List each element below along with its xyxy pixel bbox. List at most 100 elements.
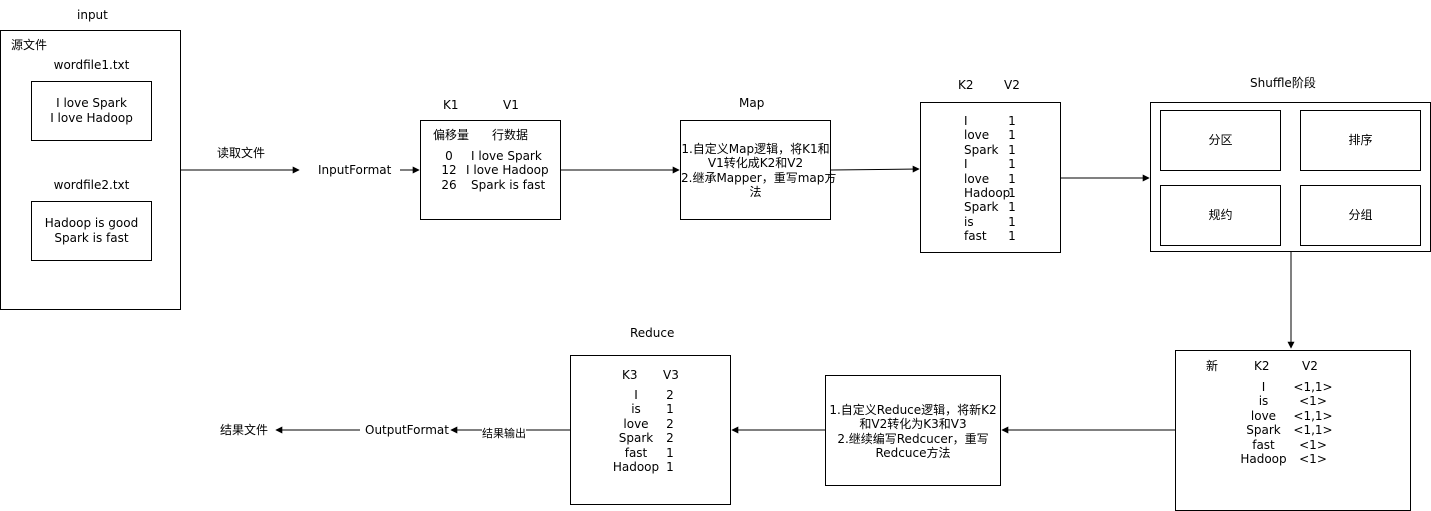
newkv2-v-4: <1> bbox=[1299, 437, 1327, 452]
newkv2-k-1: is bbox=[1258, 394, 1269, 409]
file1-line-1: I love Spark bbox=[56, 96, 127, 110]
kv1-k-2: 26 bbox=[441, 178, 457, 192]
partition-box[interactable]: 分区 bbox=[1160, 110, 1281, 171]
file2-box[interactable]: Hadoop is good Spark is fast bbox=[31, 201, 152, 261]
newkv2-k-5: Hadoop bbox=[1240, 452, 1287, 466]
outputformat-label: OutputFormat bbox=[365, 423, 449, 437]
kv1-v-1: I love Hadoop bbox=[466, 163, 549, 177]
input-title: input bbox=[77, 8, 108, 22]
kv1-k-0: 0 bbox=[445, 149, 453, 163]
file1-name: wordfile1.txt bbox=[53, 58, 130, 72]
kv3-v-0: 2 bbox=[666, 388, 674, 402]
map-title: Map bbox=[739, 96, 765, 110]
reduce-logic-box[interactable]: 1.自定义Reduce逻辑，将新K2 和V2转化为K3和V3 2.继续编写Red… bbox=[825, 375, 1001, 486]
kv3-v-4: 1 bbox=[666, 445, 674, 460]
map-line-2: V1转化成K2和V2 bbox=[707, 156, 804, 170]
group-label: 分组 bbox=[1348, 208, 1373, 222]
kv2-k-8: fast bbox=[964, 229, 987, 244]
newkv2-v-3: <1,1> bbox=[1293, 423, 1333, 438]
newkv2-v-0: <1,1> bbox=[1293, 380, 1333, 394]
shuffle-box[interactable]: 分区 排序 规约 分组 bbox=[1150, 102, 1431, 252]
k2-header: K2 bbox=[958, 78, 974, 92]
newkv2-k-3: Spark bbox=[1246, 423, 1281, 438]
offset-col-title: 偏移量 bbox=[433, 128, 470, 142]
kv1-v-2: Spark is fast bbox=[471, 178, 546, 192]
newkv2-k-4: fast bbox=[1252, 437, 1275, 452]
kv3-v-5: 1 bbox=[666, 460, 674, 474]
file2-name: wordfile2.txt bbox=[53, 178, 130, 192]
kv3-v-1: 1 bbox=[666, 402, 674, 417]
kv2-k-6: Spark bbox=[964, 200, 999, 215]
k1-header: K1 bbox=[443, 98, 459, 112]
file1-box[interactable]: I love Spark I love Hadoop bbox=[31, 81, 152, 141]
newkv2-k-0: I bbox=[1261, 380, 1266, 394]
kv3-k-5: Hadoop bbox=[612, 460, 660, 474]
kv2-k-0: I bbox=[964, 114, 968, 128]
kv1-v-0: I love Spark bbox=[471, 149, 542, 163]
arrow-map-to-kv2 bbox=[830, 165, 920, 173]
output-label: 结果输出 bbox=[482, 427, 526, 441]
v3-header: V3 bbox=[663, 368, 679, 382]
v1-header: V1 bbox=[503, 98, 519, 112]
combine-box[interactable]: 规约 bbox=[1160, 185, 1281, 246]
file2-line-2: Spark is fast bbox=[54, 231, 129, 245]
file2-line-1: Hadoop is good bbox=[44, 216, 139, 230]
kv3-k-0: I bbox=[634, 388, 638, 402]
map-box[interactable]: 1.自定义Map逻辑，将K1和 V1转化成K2和V2 2.继承Mapper，重写… bbox=[680, 120, 837, 220]
kv2-k-7: is bbox=[964, 214, 974, 229]
kv3-k-3: Spark bbox=[618, 431, 654, 446]
new-kv2-box[interactable]: 新 K2 V2 I<1,1>is<1>love<1,1>Spark<1,1>fa… bbox=[1175, 350, 1411, 511]
kv2-v-8: 1 bbox=[1008, 229, 1016, 244]
kv2-k-4: love bbox=[964, 171, 990, 186]
newkv2-k-2: love bbox=[1250, 408, 1277, 423]
reduce-line-1: 1.自定义Reduce逻辑，将新K2 bbox=[829, 403, 997, 417]
kv2-k-5: Hadoop bbox=[964, 186, 1011, 200]
v2-header: V2 bbox=[1004, 78, 1020, 92]
new-label: 新 bbox=[1206, 359, 1219, 373]
reduce-line-3: 2.继续编写Redcucer，重写 bbox=[837, 432, 989, 446]
kv2-v-1: 1 bbox=[1008, 128, 1016, 143]
kv1-k-1: 12 bbox=[441, 163, 457, 177]
result-file-label: 结果文件 bbox=[220, 423, 269, 437]
kv2-v-6: 1 bbox=[1008, 200, 1016, 215]
inputformat-label: InputFormat bbox=[318, 163, 392, 177]
k3-header: K3 bbox=[622, 368, 638, 382]
kv3-v-3: 2 bbox=[666, 431, 674, 446]
reduce-line-4: Redcuce方法 bbox=[875, 446, 951, 460]
kv2-v-5: 1 bbox=[1008, 186, 1016, 200]
kv1-box[interactable]: 偏移量 行数据 0 I love Spark 12 I love Hadoop … bbox=[420, 120, 561, 220]
kv2-k-1: love bbox=[964, 128, 990, 143]
reduce-title: Reduce bbox=[630, 326, 675, 340]
reduce-line-2: 和V2转化为K3和V3 bbox=[859, 417, 967, 431]
file1-line-2: I love Hadoop bbox=[50, 111, 133, 125]
sort-label: 排序 bbox=[1348, 133, 1373, 147]
read-file-label: 读取文件 bbox=[217, 146, 266, 160]
kv3-k-1: is bbox=[631, 402, 641, 417]
map-line-3: 2.继承Mapper，重写map方 bbox=[681, 171, 837, 185]
map-line-1: 1.自定义Map逻辑，将K1和 bbox=[681, 142, 830, 156]
shuffle-title: Shuffle阶段 bbox=[1250, 76, 1316, 90]
kv2-v-4: 1 bbox=[1008, 171, 1016, 186]
partition-label: 分区 bbox=[1208, 133, 1233, 147]
kv2-v-3: 1 bbox=[1008, 157, 1016, 172]
kv2-v-7: 1 bbox=[1008, 214, 1016, 229]
kv2-v-0: 1 bbox=[1008, 114, 1016, 128]
source-files-label: 源文件 bbox=[11, 38, 48, 52]
line-data-col-title: 行数据 bbox=[492, 128, 529, 142]
group-box[interactable]: 分组 bbox=[1300, 185, 1421, 246]
kv3-v-2: 2 bbox=[666, 416, 674, 431]
newkv2-v-5: <1> bbox=[1299, 452, 1327, 466]
kv2-k-2: Spark bbox=[964, 142, 999, 157]
kv3-k-4: fast bbox=[624, 445, 648, 460]
kv2-k-3: I bbox=[964, 157, 968, 172]
newkv2-v-1: <1> bbox=[1299, 394, 1327, 409]
input-container[interactable]: 源文件 wordfile1.txt I love Spark I love Ha… bbox=[0, 30, 181, 310]
sort-box[interactable]: 排序 bbox=[1300, 110, 1421, 171]
kv3-k-2: love bbox=[623, 416, 649, 431]
new-v2-header: V2 bbox=[1302, 359, 1318, 373]
kv2-v-2: 1 bbox=[1008, 142, 1016, 157]
newkv2-v-2: <1,1> bbox=[1293, 408, 1333, 423]
combine-label: 规约 bbox=[1208, 208, 1233, 222]
